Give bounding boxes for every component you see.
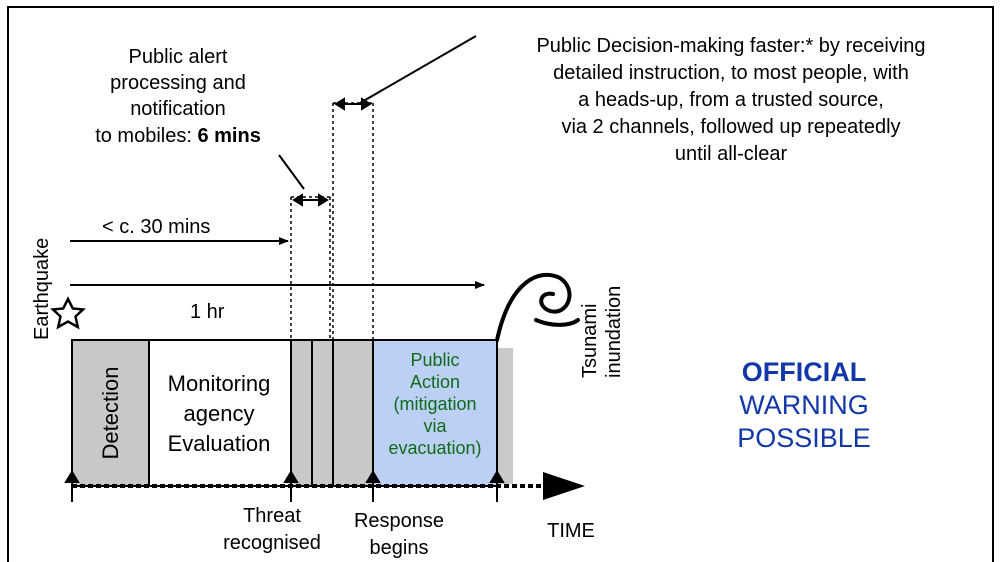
decision-note-pointer: [359, 35, 477, 104]
public-action-label: Public Action (mitigation via evacuation…: [388, 350, 481, 458]
alert-note-line-3: notification: [130, 98, 226, 120]
decision-note-line-5: until all-clear: [675, 143, 788, 165]
monitoring-label-line-1: Monitoring: [168, 371, 271, 396]
processing-phase-a: [290, 339, 313, 487]
decision-note-line-1: Public Decision-making faster:* by recei…: [536, 35, 925, 57]
alert-note-duration: 6 mins: [197, 125, 260, 147]
alert-processing-note: Public alert processing and notification…: [95, 46, 261, 147]
tsunami-label-line-2: inundation: [603, 286, 625, 378]
decision-note-line-2: detailed instruction, to most people, wi…: [553, 62, 909, 84]
response-label-line-2: begins: [370, 537, 429, 559]
official-warning-label: OFFICIAL WARNING POSSIBLE: [737, 357, 871, 453]
monitoring-label-line-3: Evaluation: [168, 431, 271, 456]
processing-phase-b: [311, 339, 334, 487]
public-action-phase: [372, 339, 498, 487]
wave-icon: [495, 272, 580, 342]
public-action-line-4: via: [423, 416, 447, 436]
duration-30-label: < c. 30 mins: [102, 216, 210, 238]
timeline-arrowhead: [543, 472, 585, 500]
official-line-1: OFFICIAL: [742, 357, 866, 387]
detection-phase: [71, 339, 150, 487]
monitoring-label: Monitoring agency Evaluation: [168, 371, 271, 456]
alert-note-line-2: processing and: [110, 72, 246, 94]
decision-note-line-4: via 2 channels, followed up repeatedly: [561, 116, 900, 138]
alert-note-prefix: to mobiles:: [95, 125, 197, 147]
earthquake-label: Earthquake: [31, 238, 53, 340]
response-label-line-1: Response: [354, 510, 444, 532]
decision-phase: [332, 339, 374, 487]
span-arrows: [292, 97, 372, 207]
decision-note: Public Decision-making faster:* by recei…: [536, 35, 925, 165]
official-line-3: POSSIBLE: [737, 423, 871, 453]
threat-label-line-1: Threat: [243, 505, 301, 527]
monitoring-phase: [148, 339, 292, 487]
tsunami-label-line-1: Tsunami: [579, 304, 601, 378]
response-label: Response begins: [354, 510, 444, 559]
alert-note-line-4: to mobiles: 6 mins: [95, 125, 261, 147]
public-action-line-5: evacuation): [388, 438, 481, 458]
public-action-line-1: Public: [410, 350, 459, 370]
alert-note-line-1: Public alert: [129, 46, 228, 68]
threat-label: Threat recognised: [223, 505, 321, 554]
public-action-line-3: (mitigation: [393, 394, 476, 414]
detection-label: Detection: [98, 367, 123, 460]
threat-label-line-2: recognised: [223, 532, 321, 554]
time-label: TIME: [547, 520, 595, 542]
alert-note-pointer: [278, 154, 305, 190]
monitoring-label-line-2: agency: [184, 401, 255, 426]
star-icon: [50, 296, 86, 330]
decision-note-line-3: a heads-up, from a trusted source,: [578, 89, 884, 111]
official-line-2: WARNING: [739, 390, 869, 420]
public-action-line-2: Action: [410, 372, 460, 392]
duration-1hr-label: 1 hr: [190, 301, 225, 323]
milestone-ticks: [64, 470, 505, 502]
